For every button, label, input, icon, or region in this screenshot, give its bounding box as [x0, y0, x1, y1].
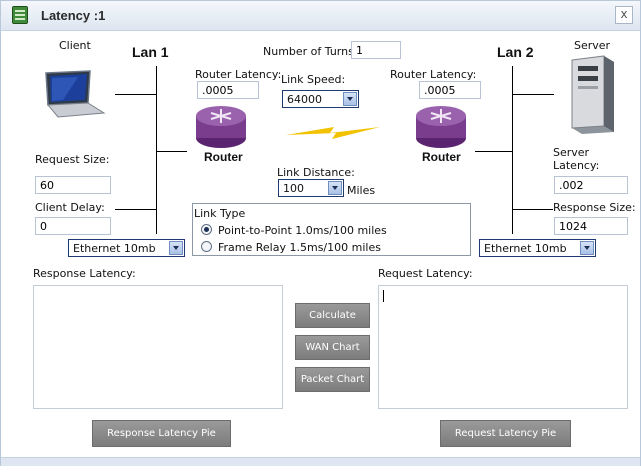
- text-cursor: [383, 290, 384, 302]
- router-2-icon: [416, 106, 466, 148]
- response-size-field[interactable]: 1024: [554, 217, 628, 235]
- link-type-group: Link Type Point-to-Point 1.0ms/100 miles…: [192, 203, 471, 256]
- window-title: Latency :1: [41, 8, 106, 23]
- packet-chart-button[interactable]: Packet Chart: [295, 367, 370, 392]
- request-size-label: Request Size:: [35, 153, 110, 166]
- calculator-icon: [12, 6, 28, 24]
- link-speed-label: Link Speed:: [281, 73, 346, 86]
- response-latency-label: Response Latency:: [33, 267, 136, 280]
- client-ethernet-select[interactable]: Ethernet 10mb: [68, 239, 185, 257]
- wan-chart-button[interactable]: WAN Chart: [295, 335, 370, 360]
- router-2-label: Router: [422, 150, 461, 164]
- bottom-bar: [1, 457, 640, 466]
- lan-1-label: Lan 1: [132, 44, 169, 60]
- link-type-label: Link Type: [194, 207, 246, 220]
- server-ethernet-value: Ethernet 10mb: [484, 242, 567, 255]
- router1-latency-label: Router Latency:: [195, 68, 282, 81]
- server-latency-field[interactable]: .002: [554, 176, 628, 194]
- title-bar: Latency :1 x: [1, 1, 640, 31]
- response-latency-output[interactable]: [33, 285, 283, 409]
- chevron-down-icon: [580, 241, 594, 255]
- router1-latency-field[interactable]: .0005: [197, 81, 259, 99]
- lan-2-label: Lan 2: [497, 44, 534, 60]
- response-latency-pie-chart-button[interactable]: Response Latency Pie Chart: [92, 420, 231, 465]
- request-size-field[interactable]: 60: [35, 176, 111, 194]
- chevron-down-icon: [328, 181, 342, 195]
- miles-label: Miles: [347, 184, 376, 197]
- server-latency-label-line2: Latency:: [553, 159, 600, 172]
- request-latency-output[interactable]: [378, 285, 628, 409]
- turns-label: Number of Turns:: [263, 45, 358, 58]
- turns-field[interactable]: 1: [351, 41, 401, 59]
- request-latency-pie-chart-button[interactable]: Request Latency Pie Chart: [440, 420, 571, 465]
- client-ethernet-value: Ethernet 10mb: [73, 242, 156, 255]
- link-distance-value: 100: [283, 182, 304, 195]
- server-icon: [571, 55, 614, 134]
- response-size-label: Response Size:: [553, 201, 636, 214]
- router-1-label: Router: [204, 150, 243, 164]
- server-latency-label-line1: Server: [553, 146, 590, 159]
- client-delay-label: Client Delay:: [35, 201, 105, 214]
- link-speed-select[interactable]: 64000: [282, 90, 359, 108]
- lightning-icon: [286, 127, 380, 139]
- link-distance-label: Link Distance:: [277, 166, 355, 179]
- router2-latency-field[interactable]: .0005: [419, 81, 481, 99]
- router-1-icon: [196, 106, 246, 148]
- close-button[interactable]: x: [615, 6, 633, 24]
- frame-relay-label[interactable]: Frame Relay 1.5ms/100 miles: [218, 241, 381, 254]
- point-to-point-label[interactable]: Point-to-Point 1.0ms/100 miles: [218, 224, 387, 237]
- calculate-button[interactable]: Calculate: [295, 303, 370, 328]
- radio-frame-relay[interactable]: [201, 241, 212, 252]
- radio-point-to-point[interactable]: [201, 224, 212, 235]
- link-speed-value: 64000: [287, 93, 322, 106]
- laptop-icon: [45, 70, 106, 118]
- chevron-down-icon: [343, 92, 357, 106]
- request-latency-label: Request Latency:: [378, 267, 473, 280]
- chevron-down-icon: [169, 241, 183, 255]
- client-delay-field[interactable]: 0: [35, 217, 111, 235]
- link-distance-select[interactable]: 100: [278, 179, 344, 197]
- server-label: Server: [574, 39, 611, 52]
- client-label: Client: [59, 39, 91, 52]
- router2-latency-label: Router Latency:: [390, 68, 477, 81]
- server-ethernet-select[interactable]: Ethernet 10mb: [479, 239, 596, 257]
